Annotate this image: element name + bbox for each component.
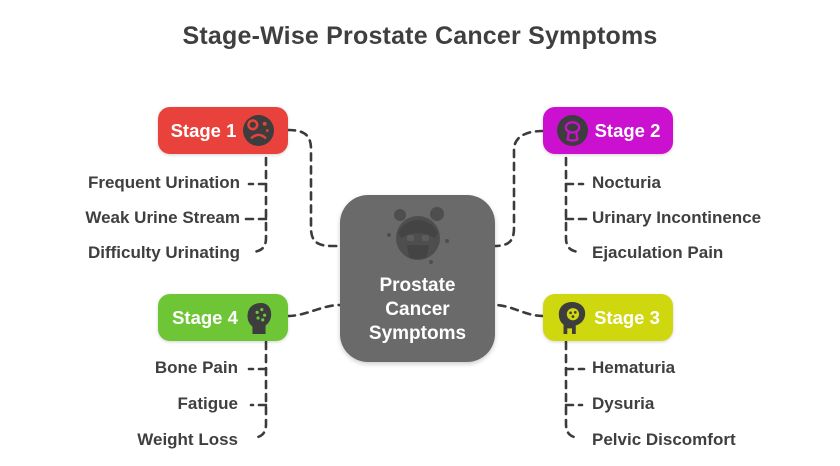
connector-stage3-symptoms [564,340,581,440]
symptom-label: Urinary Incontinence [592,208,762,227]
symptom-label: Pelvic Discomfort [592,430,736,449]
symptom-label: Weight Loss [137,430,238,449]
center-node: Prostate Cancer Symptoms [340,195,495,362]
stage-4-symptom-list: Bone Pain Fatigue Weight Loss [38,357,238,451]
symptom-label: Nocturia [592,173,661,192]
stage-3-symptom-list: Hematuria Dysuria Pelvic Discomfort [592,357,812,451]
symptom-label: Frequent Urination [87,173,240,192]
page-title: Stage-Wise Prostate Cancer Symptoms [182,22,658,50]
stage-4-node: Stage 4 [158,294,288,341]
connector-stage4-center [286,303,342,318]
stage-3-label: Stage 3 [594,306,660,328]
patient-face-icon [380,205,456,272]
connector-stage1-symptoms [251,156,268,254]
stage-1-label: Stage 1 [170,119,237,141]
stage-1-node: Stage 1 [158,107,288,154]
bladder-sketch-icon [556,114,589,147]
symptom-label: Ejaculation Pain [592,243,724,262]
connector-stage2-symptoms [564,156,581,254]
center-label-line-2: Cancer [385,299,450,320]
symptom-label: Fatigue [177,394,238,413]
center-node-label: Prostate Cancer Symptoms [369,274,466,346]
symptom-label: Weak Urine Stream [85,208,240,227]
symptom-label: Hematuria [592,358,676,377]
symptom-label: Dysuria [592,394,655,413]
stage-2-symptom-list: Nocturia Urinary Incontinence Ejaculatio… [592,172,812,264]
stage-2-label: Stage 2 [594,119,661,141]
connector-stage2-center [492,129,545,248]
stage-1-symptom-list: Frequent Urination Weak Urine Stream Dif… [40,172,240,264]
connector-stage1-center [286,128,343,248]
connector-stage4-symptoms [251,340,268,440]
center-label-line-3: Symptoms [368,323,467,344]
symptom-label: Difficulty Urinating [87,243,240,262]
head-cells-icon [556,300,588,336]
symptom-label: Bone Pain [154,358,238,377]
center-label-line-1: Prostate [379,275,456,296]
stage-3-node: Stage 3 [543,294,673,341]
stage-2-node: Stage 2 [543,107,673,154]
sad-face-cell-icon [242,114,275,147]
head-spread-icon [244,300,274,336]
connector-stage3-center [492,303,545,318]
stage-4-label: Stage 4 [172,306,238,328]
